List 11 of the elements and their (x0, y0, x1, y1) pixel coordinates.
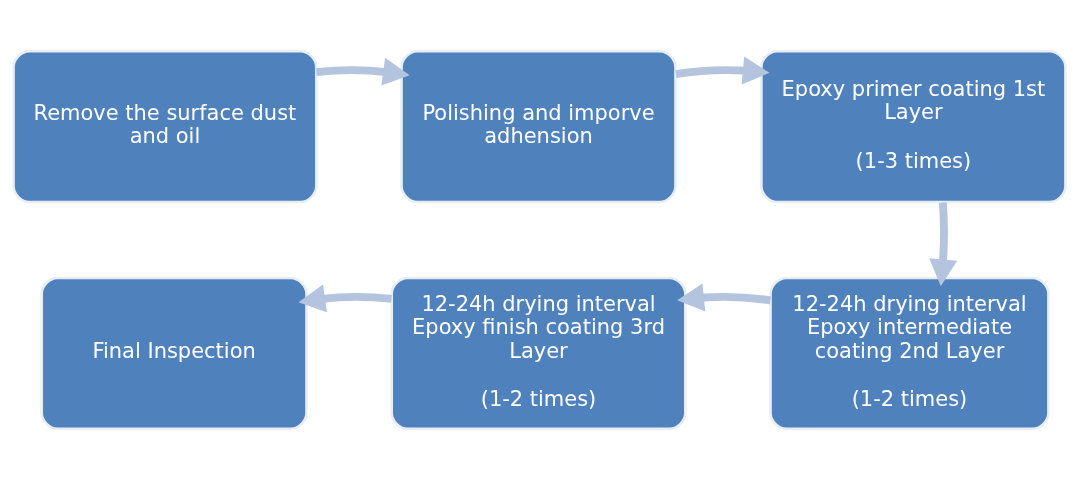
arrow (298, 284, 392, 312)
node-box: Polishing and imporve adhension (400, 49, 677, 203)
node-box: Final Inspection (40, 276, 308, 430)
arrow (929, 201, 958, 286)
node-box: 12-24h drying interval Epoxy intermediate coating 2nd Layer (1-2 times) (769, 276, 1050, 430)
node-box: Epoxy primer coating 1st Layer (1-3 times) (760, 49, 1067, 203)
node-box: 12-24h drying interval Epoxy finish coating 3rd Layer (1-2 times) (390, 276, 687, 430)
node-box: Remove the surface dust and oil (12, 49, 318, 203)
arrow (677, 282, 771, 311)
arrow (675, 55, 770, 84)
arrow (315, 57, 410, 85)
